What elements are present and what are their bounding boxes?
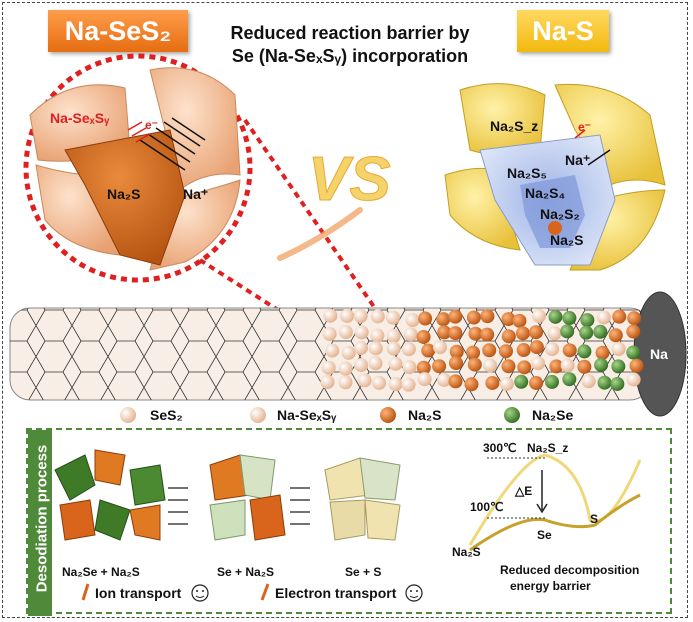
energy-na2s-label: Na₂S [452,545,481,559]
stage1-label: Na₂Se + Na₂S [62,565,140,579]
stage2-label: Se + Na₂S [217,565,274,579]
electron-smiley-icon [406,585,422,601]
electron-transport-label: Electron transport [275,585,396,601]
reduced-barrier-line2: energy barrier [510,579,591,593]
reduced-barrier-line1: Reduced decomposition [500,563,639,577]
delta-e-label: △E [515,484,532,498]
energy-s-label: S [590,512,598,526]
temp-300-label: 300℃ [483,441,517,455]
temp-100-label: 100℃ [470,500,504,514]
energy-na2sz-label: Na₂S_z [527,441,568,455]
ion-smiley-icon [192,585,208,601]
ion-transport-label: Ion transport [95,585,181,601]
stage3-label: Se + S [345,565,381,579]
electron-transport-icon [262,584,268,600]
ion-transport-icon [83,584,88,600]
stage2-cluster [210,455,285,540]
stage1-cluster [55,450,165,540]
energy-se-label: Se [537,528,552,542]
stage3-cluster [325,458,400,540]
